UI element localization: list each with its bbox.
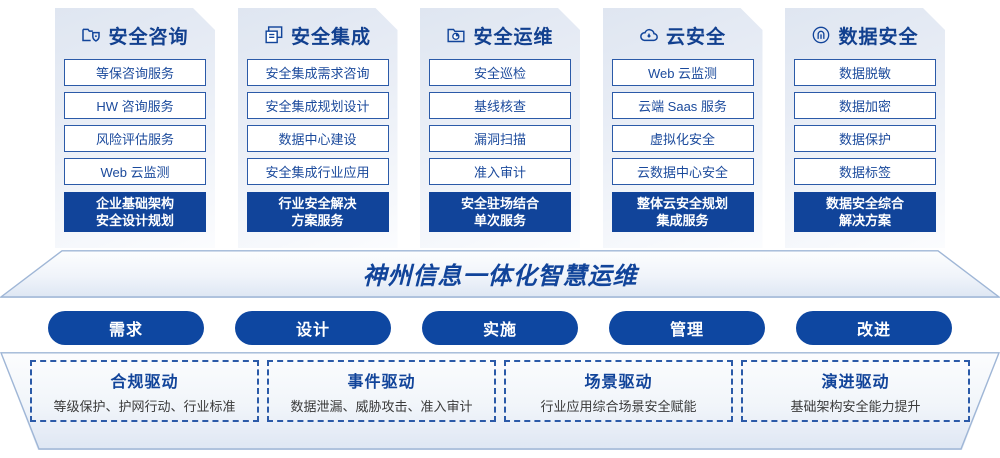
pillar-accent-line: 单次服务 <box>473 213 526 228</box>
lifecycle-pill-row: 需求 设计 实施 管理 改进 <box>48 311 952 345</box>
pillar-column-data-security[interactable]: 数据安全 数据脱敏 数据加密 数据保护 数据标签 数据安全综合 解决方案 <box>785 8 945 248</box>
pillar-item[interactable]: HW 咨询服务 <box>64 92 206 119</box>
cloud-icon <box>639 25 659 45</box>
pill-implementation[interactable]: 实施 <box>422 311 578 345</box>
pillar-column-security-integration[interactable]: 安全集成 安全集成需求咨询 安全集成规划设计 数据中心建设 安全集成行业应用 行… <box>238 8 398 248</box>
pillar-item[interactable]: 准入审计 <box>429 158 571 185</box>
pillar-title: 安全咨询 <box>108 26 189 48</box>
pillar-accent-line: 方案服务 <box>291 213 344 228</box>
driver-box-incident[interactable]: 事件驱动 数据泄漏、威胁攻击、准入审计 <box>267 360 496 422</box>
pillar-accent-item[interactable]: 安全驻场结合 单次服务 <box>429 192 571 232</box>
pillar-accent-item[interactable]: 企业基础架构 安全设计规划 <box>64 192 206 232</box>
pillar-columns: 安全咨询 等保咨询服务 HW 咨询服务 风险评估服务 Web 云监测 企业基础架… <box>55 8 945 248</box>
fingerprint-icon <box>811 25 831 45</box>
pillar-item[interactable]: 虚拟化安全 <box>612 125 754 152</box>
pillar-item[interactable]: 数据加密 <box>794 92 936 119</box>
pillar-item[interactable]: Web 云监测 <box>612 59 754 86</box>
driver-subtitle: 数据泄漏、威胁攻击、准入审计 <box>290 398 473 414</box>
pillar-accent-line: 安全驻场结合 <box>460 196 539 211</box>
pillar-accent-line: 企业基础架构 <box>95 196 174 211</box>
driver-subtitle: 行业应用综合场景安全赋能 <box>540 398 697 414</box>
pillar-item[interactable]: 漏洞扫描 <box>429 125 571 152</box>
driver-title: 演进驱动 <box>821 373 890 391</box>
pillar-accent-line: 整体云安全规划 <box>636 196 728 211</box>
pillar-item[interactable]: 数据中心建设 <box>247 125 389 152</box>
pillar-column-security-consulting[interactable]: 安全咨询 等保咨询服务 HW 咨询服务 风险评估服务 Web 云监测 企业基础架… <box>55 8 215 248</box>
driver-box-evolution[interactable]: 演进驱动 基础架构安全能力提升 <box>741 360 970 422</box>
driver-boxes: 合规驱动 等级保护、护网行动、行业标准 事件驱动 数据泄漏、威胁攻击、准入审计 … <box>30 360 970 422</box>
pill-management[interactable]: 管理 <box>609 311 765 345</box>
pillar-header: 安全运维 <box>446 18 553 52</box>
pillar-header: 安全咨询 <box>81 18 188 52</box>
pillar-accent-line: 行业安全解决 <box>278 196 357 211</box>
pillar-accent-line: 数据安全综合 <box>825 196 904 211</box>
pillar-item[interactable]: 等保咨询服务 <box>64 59 206 86</box>
pillar-column-cloud-security[interactable]: 云安全 Web 云监测 云端 Saas 服务 虚拟化安全 云数据中心安全 整体云… <box>603 8 763 248</box>
driver-box-compliance[interactable]: 合规驱动 等级保护、护网行动、行业标准 <box>30 360 259 422</box>
pillar-title: 数据安全 <box>838 26 919 48</box>
pillar-accent-line: 解决方案 <box>838 213 891 228</box>
driver-title: 场景驱动 <box>584 373 653 391</box>
driver-box-scenario[interactable]: 场景驱动 行业应用综合场景安全赋能 <box>504 360 733 422</box>
platform-banner: 神州信息一体化智慧运维 <box>0 250 1000 298</box>
pillar-item[interactable]: 安全巡检 <box>429 59 571 86</box>
pillar-item[interactable]: Web 云监测 <box>64 158 206 185</box>
pillar-item[interactable]: 安全集成需求咨询 <box>247 59 389 86</box>
pillar-title: 安全集成 <box>290 26 371 48</box>
pillar-title: 云安全 <box>665 26 726 48</box>
pillar-item[interactable]: 云端 Saas 服务 <box>612 92 754 119</box>
pill-requirement[interactable]: 需求 <box>48 311 204 345</box>
pillar-accent-item[interactable]: 数据安全综合 解决方案 <box>794 192 936 232</box>
pillar-accent-item[interactable]: 行业安全解决 方案服务 <box>247 192 389 232</box>
platform-banner-title: 神州信息一体化智慧运维 <box>362 262 638 290</box>
driver-subtitle: 基础架构安全能力提升 <box>790 398 921 414</box>
folder-shield-icon <box>81 25 101 45</box>
driver-subtitle: 等级保护、护网行动、行业标准 <box>53 398 236 414</box>
pillar-item[interactable]: 基线核查 <box>429 92 571 119</box>
pillar-item[interactable]: 数据脱敏 <box>794 59 936 86</box>
stacked-layers-icon <box>264 25 284 45</box>
pillar-item[interactable]: 风险评估服务 <box>64 125 206 152</box>
pill-improvement[interactable]: 改进 <box>796 311 952 345</box>
pillar-accent-line: 安全设计规划 <box>95 213 174 228</box>
pillar-accent-item[interactable]: 整体云安全规划 集成服务 <box>612 192 754 232</box>
pillar-title: 安全运维 <box>473 26 554 48</box>
pillar-item[interactable]: 数据标签 <box>794 158 936 185</box>
pillar-header: 数据安全 <box>811 18 918 52</box>
pillar-column-security-operations[interactable]: 安全运维 安全巡检 基线核查 漏洞扫描 准入审计 安全驻场结合 单次服务 <box>420 8 580 248</box>
pillar-header: 云安全 <box>639 18 726 52</box>
pillar-header: 安全集成 <box>264 18 371 52</box>
driver-title: 事件驱动 <box>347 373 416 391</box>
pillar-item[interactable]: 安全集成规划设计 <box>247 92 389 119</box>
folder-chart-icon <box>446 25 466 45</box>
pillar-item[interactable]: 数据保护 <box>794 125 936 152</box>
pillar-accent-line: 集成服务 <box>656 213 709 228</box>
pillar-item[interactable]: 安全集成行业应用 <box>247 158 389 185</box>
pillar-item[interactable]: 云数据中心安全 <box>612 158 754 185</box>
pill-design[interactable]: 设计 <box>235 311 391 345</box>
driver-title: 合规驱动 <box>110 373 179 391</box>
